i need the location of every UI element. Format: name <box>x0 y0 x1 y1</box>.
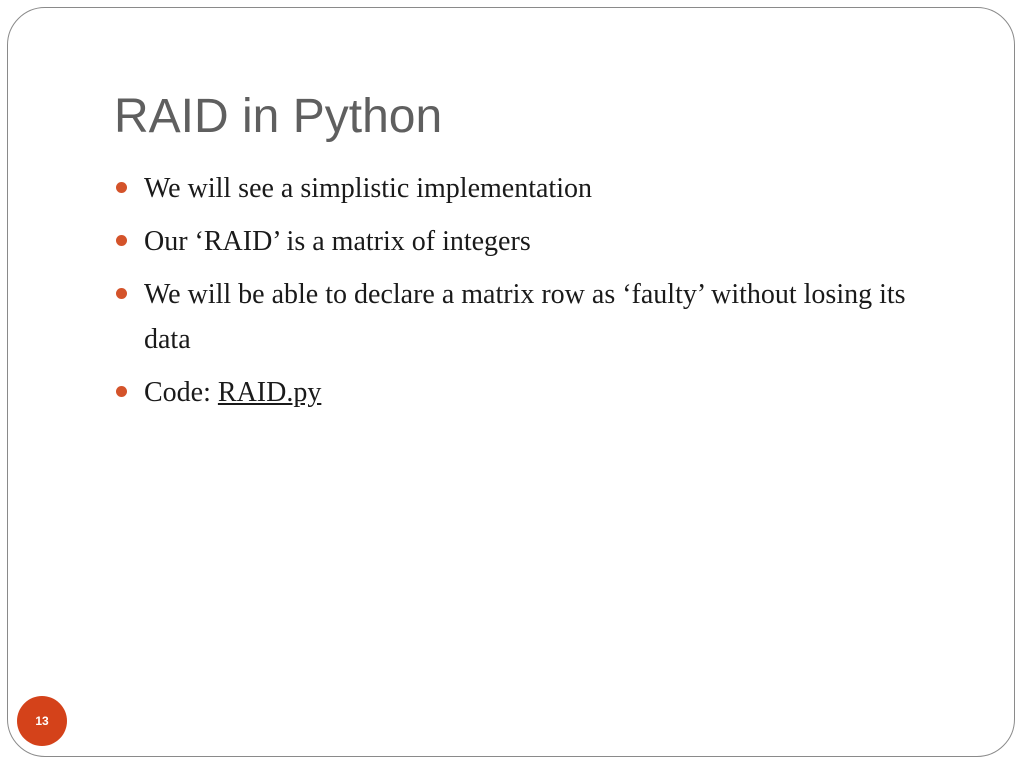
bullet-dot-icon <box>116 386 127 397</box>
page-number: 13 <box>35 714 49 728</box>
bullet-text: We will see a simplistic implementation <box>144 173 592 204</box>
bullet-text: Our ‘RAID’ is a matrix of integers <box>144 226 531 257</box>
bullet-item: We will be able to declare a matrix row … <box>116 272 936 362</box>
bullet-dot-icon <box>116 235 127 246</box>
bullet-item-code: Code: RAID.py <box>116 370 936 415</box>
bullet-list: We will see a simplistic implementation … <box>116 166 936 423</box>
bullet-dot-icon <box>116 288 127 299</box>
raid-py-link[interactable]: RAID.py <box>217 377 322 408</box>
code-label: Code: <box>144 377 218 408</box>
slide-frame <box>7 7 1015 757</box>
bullet-item: We will see a simplistic implementation <box>116 166 936 211</box>
page-number-badge: 13 <box>17 696 67 746</box>
slide-title: RAID in Python <box>114 90 443 143</box>
bullet-dot-icon <box>116 182 127 193</box>
bullet-text: We will be able to declare a matrix row … <box>144 279 906 355</box>
bullet-item: Our ‘RAID’ is a matrix of integers <box>116 219 936 264</box>
